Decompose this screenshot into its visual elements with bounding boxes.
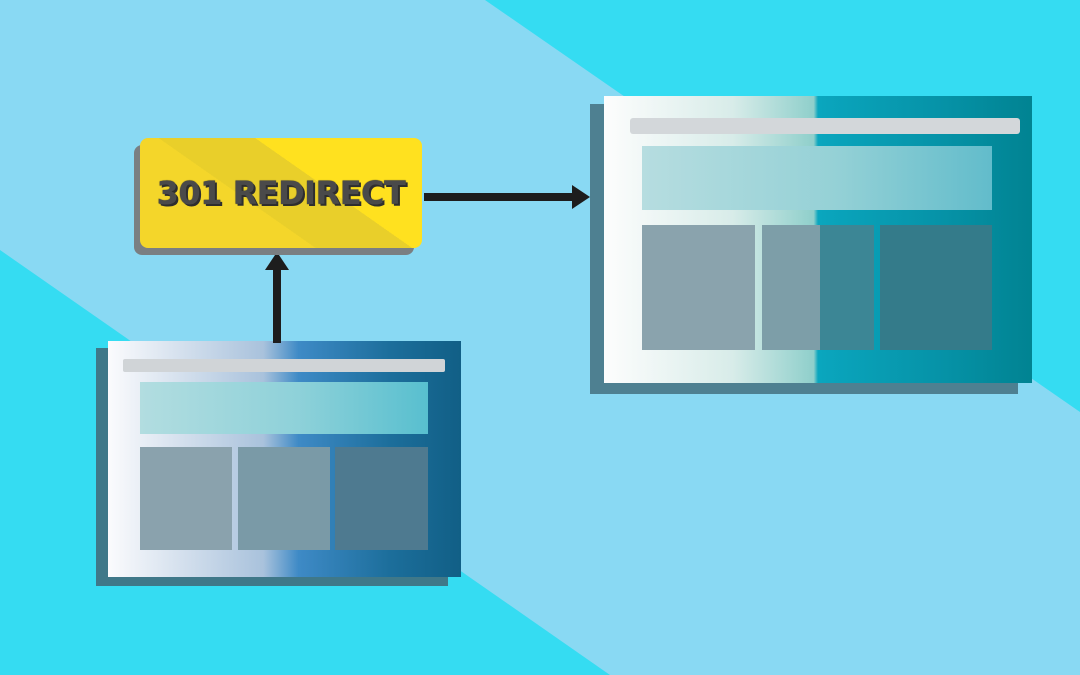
arrow-up-to-redirect	[265, 252, 289, 343]
destination-page-content-block	[642, 225, 755, 350]
source-page-content-block	[238, 447, 330, 550]
destination-page-content-block	[880, 225, 992, 350]
source-page-hero-block	[140, 382, 428, 434]
arrow-right-to-destination	[424, 185, 590, 209]
destination-page-content-block-overlay	[820, 225, 874, 350]
source-page-content-block	[335, 447, 428, 550]
destination-page-hero-block	[642, 146, 992, 210]
source-page-header-bar	[123, 359, 445, 372]
redirect-label-text: 301 REDIRECT	[156, 174, 406, 212]
source-page-content-block	[140, 447, 232, 550]
redirect-label-box: 301 REDIRECT	[140, 138, 422, 248]
destination-page-header-bar	[630, 118, 1020, 134]
